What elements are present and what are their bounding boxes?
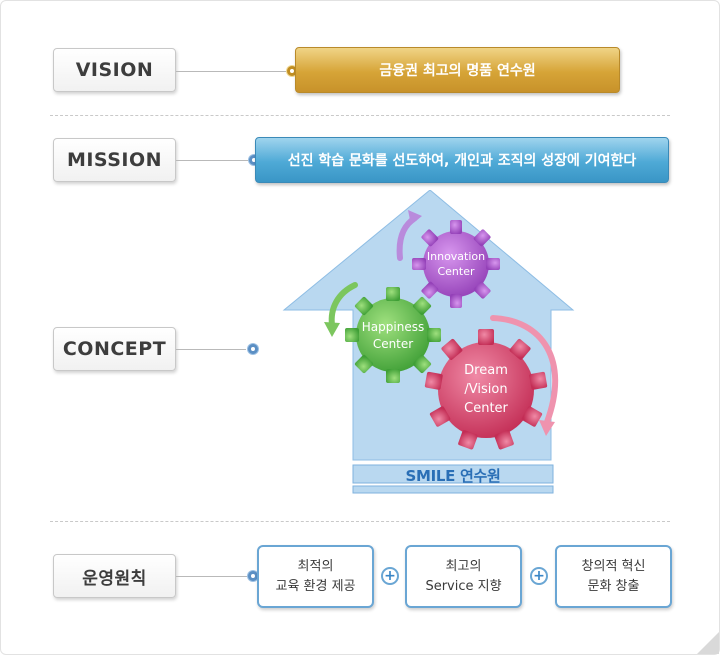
principle-1-line2: 교육 환경 제공 <box>275 578 356 594</box>
principle-2-line2: Service 지향 <box>425 578 502 594</box>
mission-label: MISSION <box>53 138 176 182</box>
principle-box-2: 최고의 Service 지향 <box>405 545 522 608</box>
vision-connector <box>176 71 291 72</box>
concept-connector-dot <box>248 344 258 354</box>
vision-label: VISION <box>53 48 176 92</box>
house-base-bar-top <box>352 464 554 484</box>
smile-house-label: SMILE 연수원 <box>405 466 501 485</box>
principle-box-3: 창의적 혁신 문화 창출 <box>555 545 672 608</box>
gear-innovation-line2: Center <box>437 265 475 278</box>
principle-2-line1: 최고의 <box>445 558 482 574</box>
operation-label: 운영원칙 <box>53 554 176 598</box>
gear-innovation-line1: Innovation <box>427 250 485 263</box>
gear-dream-line3: Center <box>464 401 508 416</box>
gear-innovation: Innovation Center <box>412 220 500 308</box>
operation-connector <box>176 576 248 577</box>
principle-1-line1: 최적의 <box>297 558 334 574</box>
dream-cycle-arrow <box>490 315 559 425</box>
mission-banner: 선진 학습 문화를 선도하여, 개인과 조직의 성장에 기여한다 <box>255 137 669 183</box>
happiness-cycle-arrowhead <box>324 322 340 337</box>
gear-happiness-line2: Center <box>373 337 413 351</box>
concept-house-diagram: Innovation Center Happiness Center <box>282 190 575 494</box>
mission-connector <box>176 160 251 161</box>
principle-box-1: 최적의 교육 환경 제공 <box>257 545 374 608</box>
gear-dream-line2: /Vision <box>464 382 507 397</box>
gear-happiness: Happiness Center <box>345 287 441 383</box>
section-divider-1 <box>50 115 670 116</box>
gear-happiness-line1: Happiness <box>362 320 424 334</box>
dream-cycle-arrowhead <box>539 420 555 436</box>
plus-icon-1: + <box>381 567 399 585</box>
vision-banner: 금융권 최고의 명품 연수원 <box>295 47 620 93</box>
principle-3-line2: 문화 창출 <box>587 578 640 594</box>
page-fold <box>697 632 719 654</box>
concept-label: CONCEPT <box>53 327 176 371</box>
happiness-cycle-arrow <box>328 282 358 328</box>
concept-connector <box>176 349 246 350</box>
operation-connector-dot <box>248 571 258 581</box>
house-base-bar-bottom <box>352 485 554 494</box>
plus-icon-2: + <box>530 567 548 585</box>
gear-dream-line1: Dream <box>464 363 508 378</box>
gear-dream-vision: Dream /Vision Center <box>424 329 548 450</box>
principle-3-line1: 창의적 혁신 <box>581 558 646 574</box>
section-divider-2 <box>50 521 670 522</box>
innovation-cycle-arrowhead <box>408 210 422 225</box>
